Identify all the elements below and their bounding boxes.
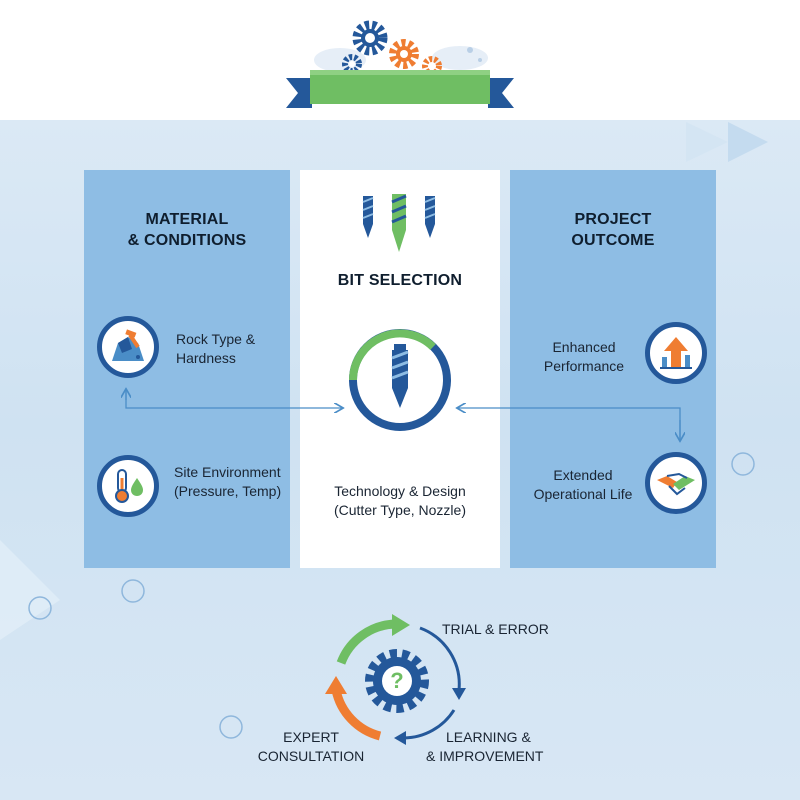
- cycle-arrows: [325, 614, 466, 745]
- project-outcome-title: PROJECT OUTCOME: [571, 211, 655, 249]
- ribbon-end-right: [488, 78, 514, 108]
- ribbon: [310, 70, 490, 104]
- deco-circle: [28, 596, 52, 620]
- expert-consultation-label: EXPERT CONSULTATION: [257, 729, 365, 764]
- deco-triangle: [686, 122, 728, 162]
- trial-error-label: TRIAL & ERROR: [442, 621, 549, 637]
- handshake-icon: [645, 452, 707, 514]
- bit-selection-title: BIT SELECTION: [337, 272, 463, 289]
- arrow-head-orange: [325, 676, 347, 694]
- arrow-head-navy: [394, 731, 406, 745]
- site-environment-label: Site Environment (Pressure, Temp): [174, 464, 282, 499]
- header-banner: [286, 20, 514, 108]
- deco-triangle: [728, 122, 768, 162]
- extended-life-label: Extended Operational Life: [533, 467, 633, 502]
- deco-circle: [219, 715, 243, 739]
- question-mark: ?: [390, 668, 404, 693]
- performance-up-icon: [645, 322, 707, 384]
- gear-icon: [389, 39, 419, 69]
- rock-icon: [97, 316, 159, 378]
- deco-triangle: [0, 540, 60, 640]
- drill-bit-icon: [391, 194, 407, 252]
- drill-bit-icon: [424, 196, 436, 238]
- learning-improvement-label: LEARNING & & IMPROVEMENT: [426, 729, 544, 764]
- gear-icon: [352, 20, 388, 56]
- technology-design-label: Technology & Design (Cutter Type, Nozzle…: [333, 483, 466, 518]
- arrow-head-green: [392, 614, 410, 636]
- thermometer-droplet-icon: [97, 455, 159, 517]
- ribbon-end-left: [286, 78, 312, 108]
- drill-bit-icon: [362, 196, 374, 238]
- deco-circle: [121, 579, 145, 603]
- deco-circle: [731, 452, 755, 476]
- question-gear-icon: [365, 649, 429, 713]
- arrow-head-navy: [452, 688, 466, 700]
- enhanced-performance-label: Enhanced Performance: [543, 339, 625, 374]
- material-conditions-title: MATERIAL & CONDITIONS: [127, 211, 247, 249]
- rock-type-label: Rock Type & Hardness: [176, 331, 256, 366]
